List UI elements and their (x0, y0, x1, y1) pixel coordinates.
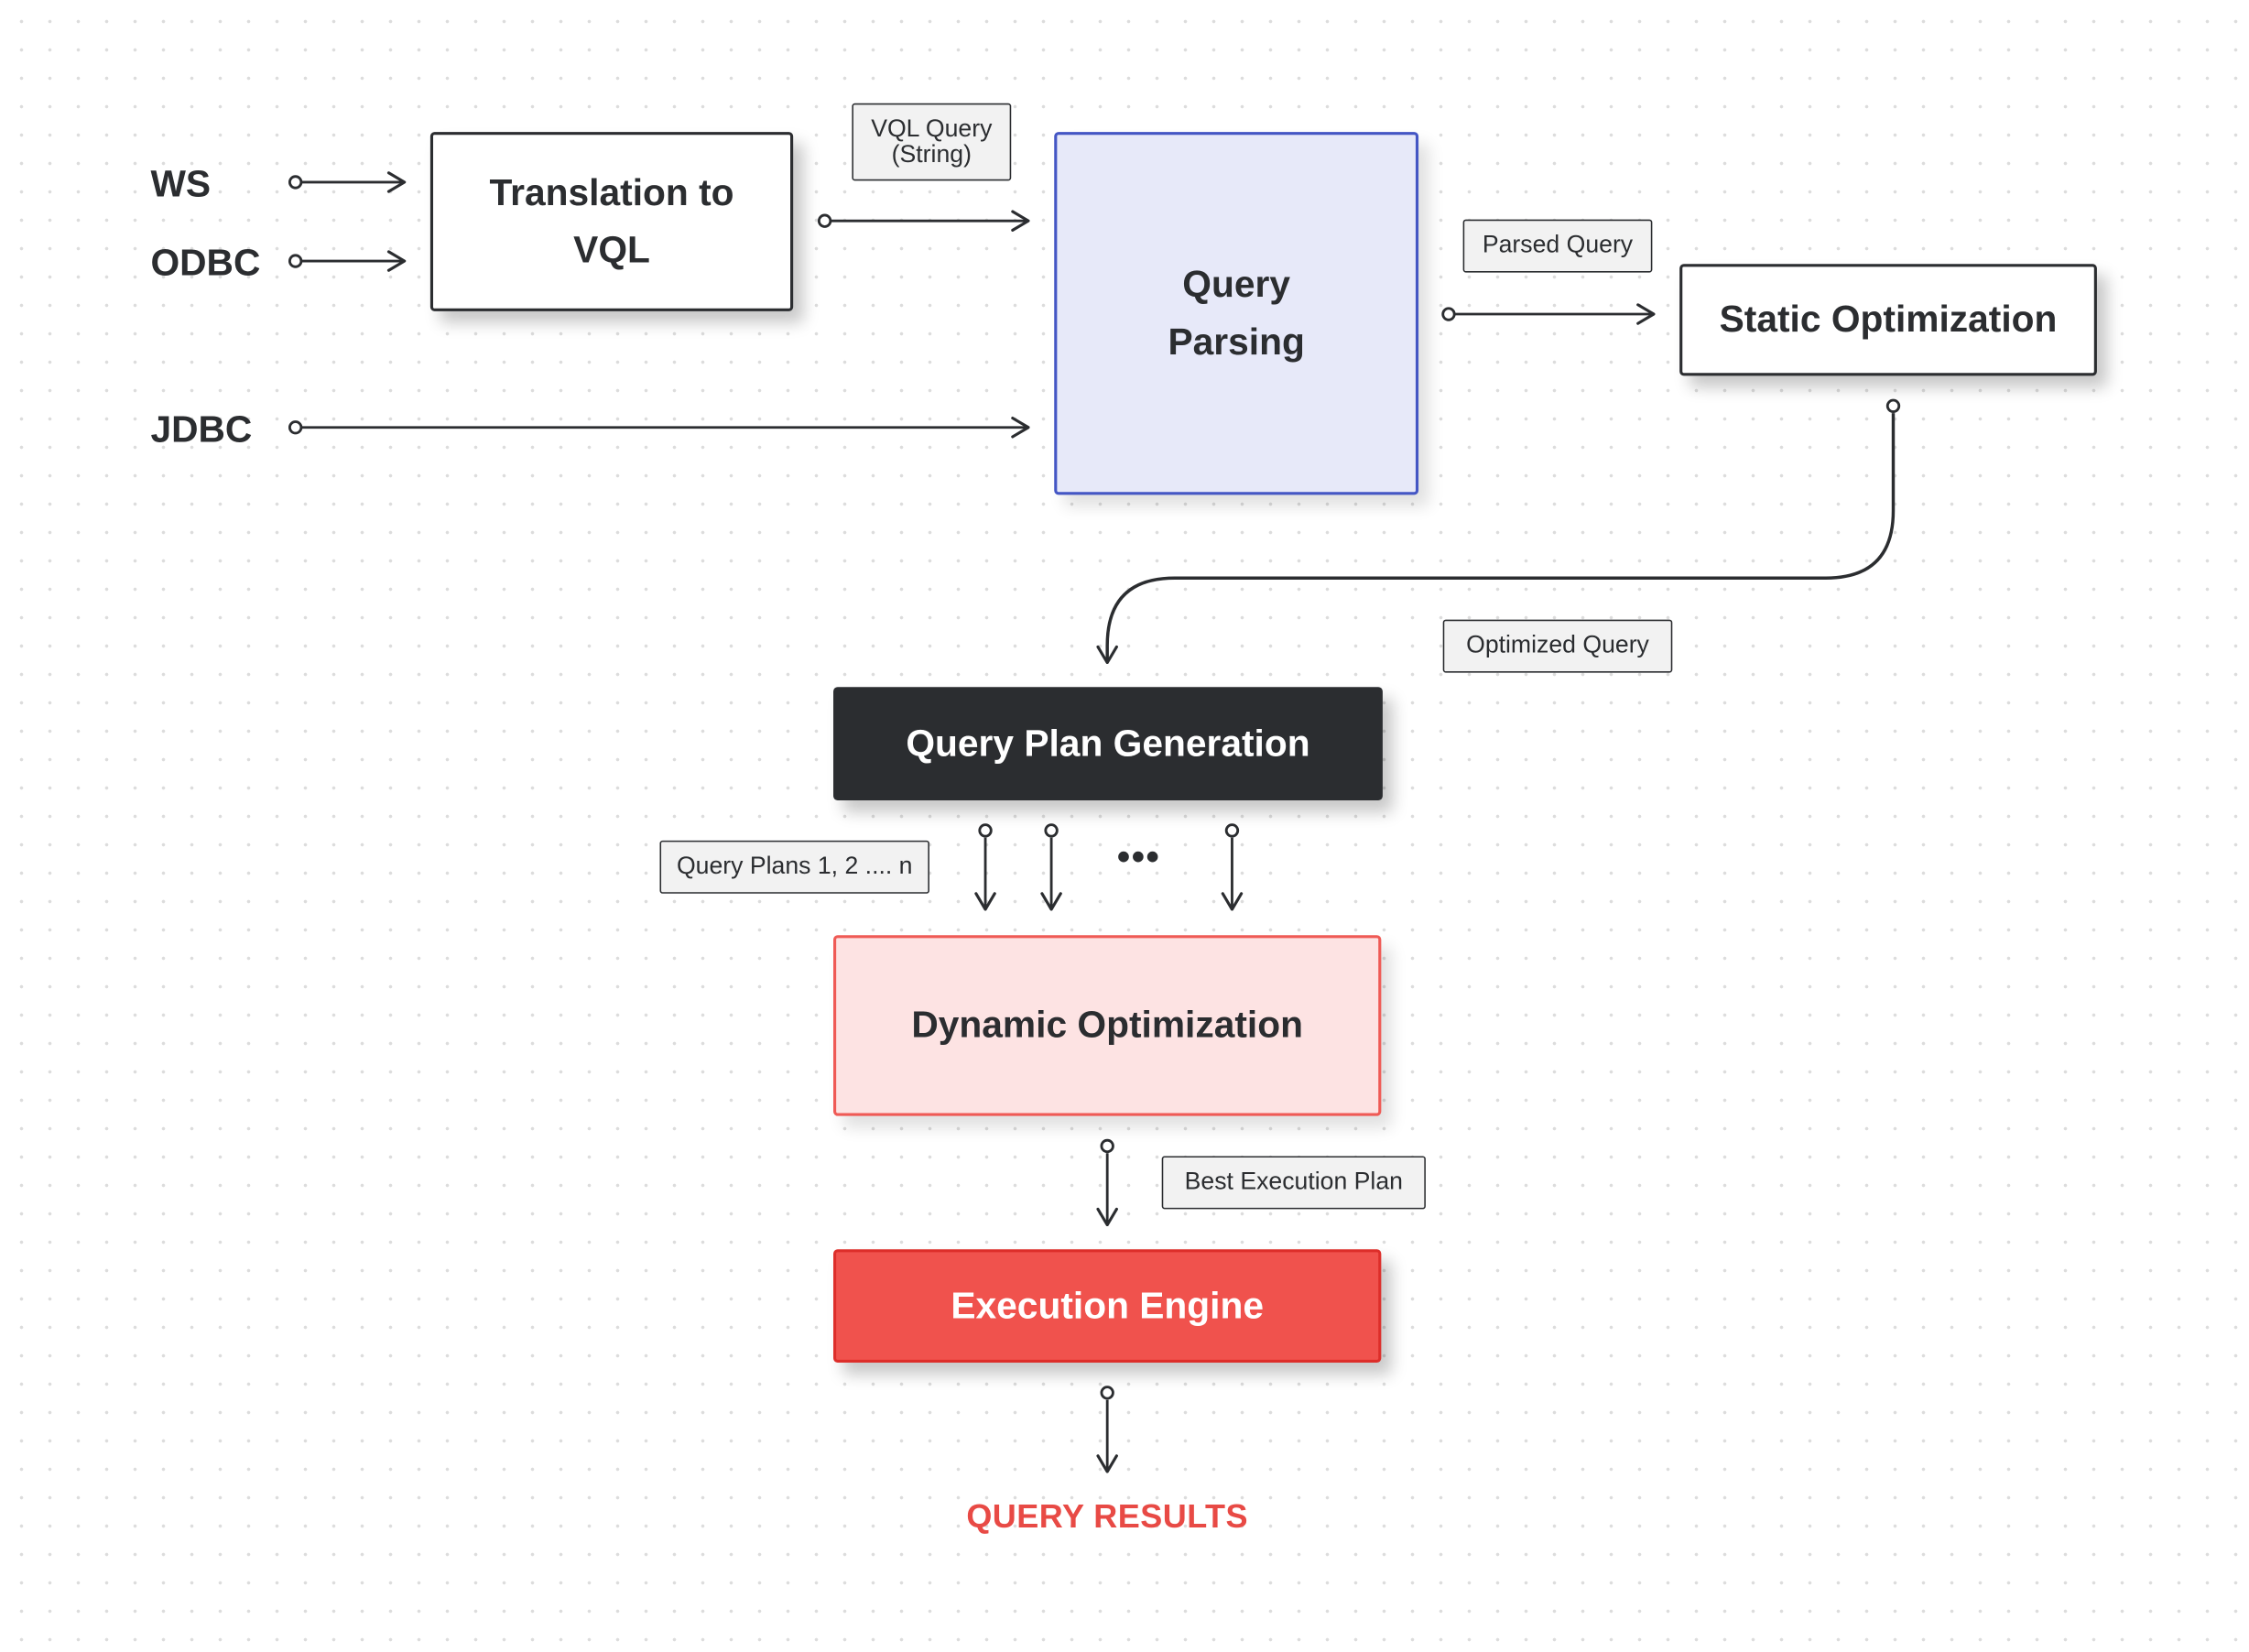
static-connector-port (1885, 398, 1901, 413)
query-plans-edge-text: Query Plans 1, 2 .... n (676, 852, 913, 880)
static-optimization-node: Static Optimization (1679, 264, 2097, 376)
translation-connector-port (817, 213, 832, 228)
jdbc-connector-port (288, 420, 303, 435)
translation-to-vql-text: Translation to VQL (489, 170, 734, 271)
vql-query-edge-label: VQL Query (String) (852, 103, 1012, 181)
query-plan-generation-node: Query Plan Generation (833, 687, 1383, 800)
query-parsing-text: Query Parsing (1168, 262, 1305, 363)
ws-connector-port (288, 175, 303, 190)
best-execution-plan-edge-text: Best Execution Plan (1184, 1168, 1403, 1196)
query-plans-edge-label: Query Plans 1, 2 .... n (659, 840, 929, 894)
parsing-connector-port (1441, 307, 1456, 321)
source-jdbc-label: JDBC (150, 407, 253, 451)
odbc-connector-port (288, 254, 303, 268)
source-odbc-label: ODBC (150, 241, 261, 285)
plan-2-connector-port (1044, 823, 1059, 838)
plan-1-connector-port (978, 823, 993, 838)
parsed-query-edge-label: Parsed Query (1462, 219, 1653, 273)
dynamic-optimization-node: Dynamic Optimization (833, 935, 1382, 1116)
engine-connector-port (1100, 1386, 1114, 1400)
translation-to-vql-node: Translation to VQL (429, 132, 794, 311)
query-parsing-node: Query Parsing (1054, 132, 1419, 495)
execution-engine-node: Execution Engine (833, 1249, 1382, 1363)
best-execution-plan-edge-label: Best Execution Plan (1161, 1156, 1426, 1210)
query-plan-generation-text: Query Plan Generation (906, 721, 1310, 765)
optimized-query-edge-text: Optimized Query (1466, 631, 1649, 659)
dynamic-optimization-text: Dynamic Optimization (911, 1003, 1304, 1047)
more-plans-ellipsis: ••• (1116, 834, 1161, 878)
optimized-query-edge-label: Optimized Query (1442, 619, 1673, 673)
static-optimization-text: Static Optimization (1719, 297, 2058, 341)
query-results-output-label: QUERY RESULTS (966, 1497, 1249, 1535)
vql-query-edge-text: VQL Query (String) (871, 114, 993, 168)
static-to-plan-connector (1096, 413, 1896, 665)
source-ws-label: WS (150, 161, 212, 205)
parsed-query-edge-text: Parsed Query (1482, 231, 1634, 259)
dynamic-connector-port (1100, 1138, 1114, 1154)
execution-engine-text: Execution Engine (951, 1283, 1265, 1327)
plan-n-connector-port (1224, 823, 1240, 838)
